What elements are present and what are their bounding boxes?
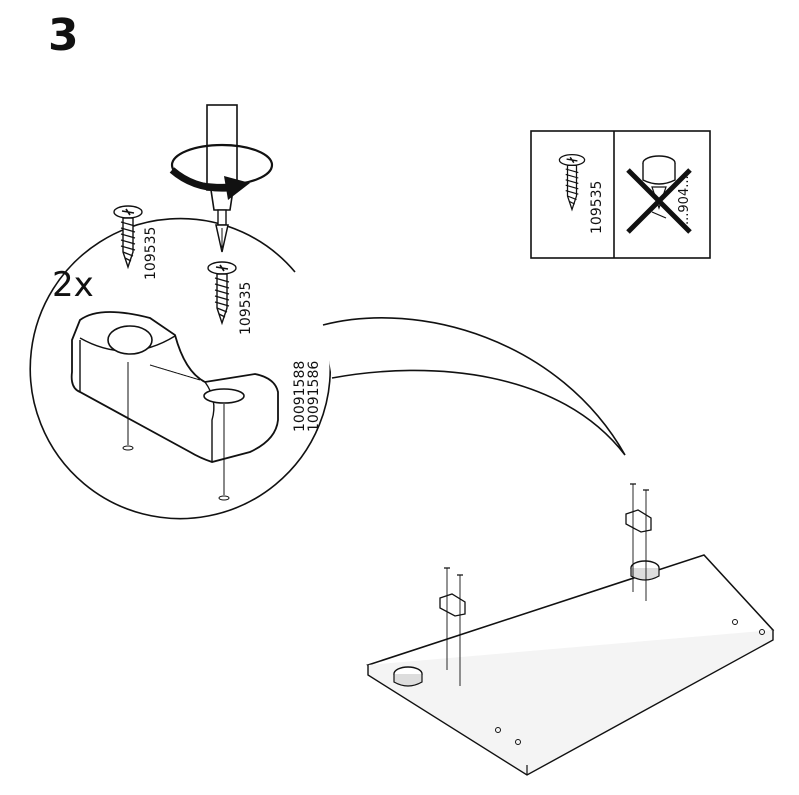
board-bracket-right: [625, 483, 652, 601]
quantity-label: 2x: [52, 265, 94, 305]
screw-left-code: 109535: [143, 227, 159, 280]
screw-comparison-box: 109535 ...904...: [530, 130, 711, 259]
screw-right: [207, 261, 237, 324]
step-number: 3: [48, 10, 79, 61]
panel-wrong-screw-code: ...904...: [677, 175, 692, 225]
board-bracket-left: [439, 567, 466, 686]
panel-ok-screw-code: 109535: [589, 181, 605, 234]
bracket-code-2: 10091586: [306, 361, 322, 432]
board-panel: [366, 554, 775, 776]
screw-left: [113, 205, 143, 268]
clockwise-arrow-icon: [169, 143, 274, 200]
bracket-code-1: 10091588: [292, 361, 308, 432]
cross-out-icon: [626, 168, 692, 234]
detail-callout: [29, 217, 626, 520]
screw-right-code: 109535: [238, 282, 254, 335]
bracket-fitting: [70, 311, 279, 501]
